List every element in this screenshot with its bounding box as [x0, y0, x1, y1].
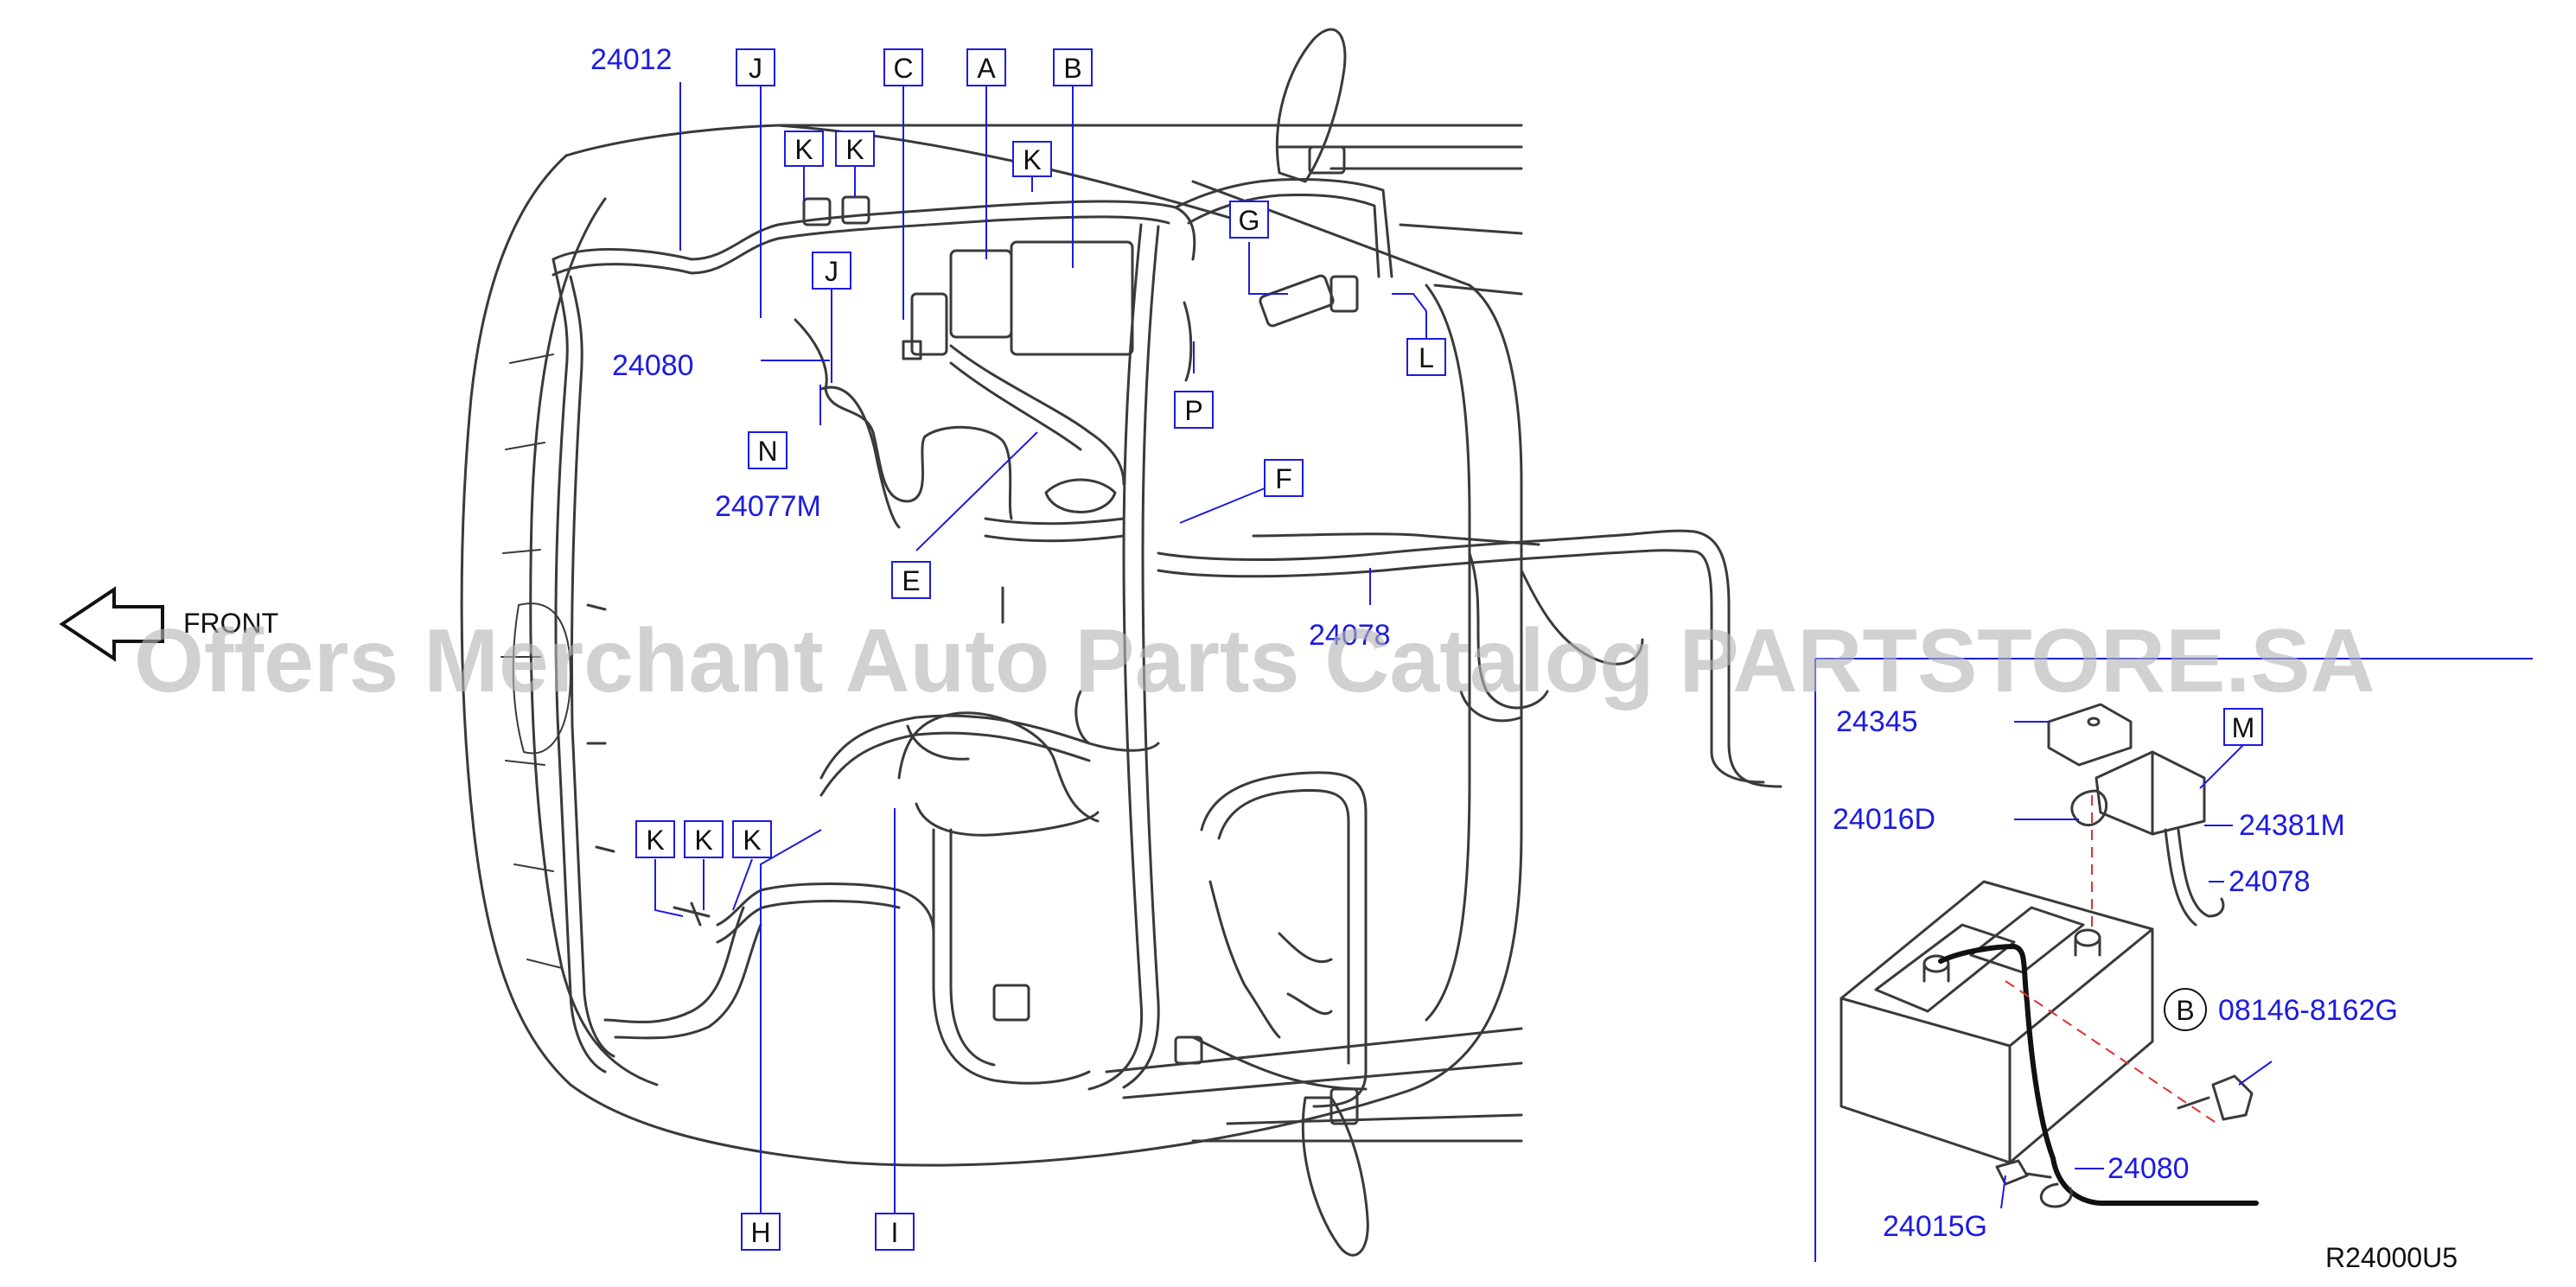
part-number-24077M: 24077M: [715, 490, 821, 523]
part-number-24012: 24012: [590, 43, 673, 76]
part-number-24078-inset: 24078: [2228, 865, 2311, 898]
svg-text:N: N: [757, 436, 777, 467]
callout-L: L: [1406, 338, 1446, 376]
callout-K-6: K: [732, 820, 772, 858]
svg-text:I: I: [891, 1217, 899, 1248]
callout-P: P: [1174, 391, 1214, 429]
part-number-24080: 24080: [612, 349, 694, 382]
callout-C: C: [883, 48, 923, 86]
callout-J-top: J: [736, 48, 775, 86]
callout-B: B: [1053, 48, 1093, 86]
svg-text:K: K: [845, 134, 864, 165]
svg-text:C: C: [893, 53, 913, 84]
callout-J-mid: J: [812, 252, 851, 290]
svg-text:B: B: [2176, 995, 2194, 1026]
svg-text:E: E: [902, 565, 920, 596]
callout-K-2: K: [835, 131, 875, 167]
leader-lines: [654, 73, 2273, 1214]
svg-text:J: J: [825, 256, 838, 287]
svg-text:J: J: [749, 53, 762, 84]
watermark-text: Offers Merchant Auto Parts Catalog PARTS…: [134, 611, 2375, 711]
svg-text:K: K: [1023, 144, 1041, 175]
main-harness: [552, 145, 1782, 1125]
callout-F: F: [1264, 459, 1304, 497]
callout-K-5: K: [684, 820, 724, 858]
svg-text:K: K: [794, 134, 813, 165]
svg-text:F: F: [1275, 463, 1292, 494]
svg-text:L: L: [1419, 342, 1434, 373]
callout-B-circle: B: [2164, 988, 2207, 1031]
svg-text:K: K: [694, 825, 712, 856]
callout-K-1: K: [784, 131, 824, 167]
part-number-08146-8162G: 08146-8162G: [2218, 994, 2398, 1027]
part-number-24080-inset: 24080: [2107, 1152, 2190, 1185]
part-number-24078: 24078: [1309, 619, 1391, 652]
front-label: FRONT: [183, 608, 278, 639]
callout-H: H: [741, 1213, 781, 1251]
svg-text:K: K: [646, 825, 664, 856]
callout-E: E: [891, 561, 931, 599]
svg-text:K: K: [743, 825, 761, 856]
part-number-24345: 24345: [1836, 705, 1918, 738]
svg-text:G: G: [1239, 205, 1260, 236]
callout-G: G: [1229, 201, 1269, 239]
callout-M: M: [2223, 708, 2263, 746]
svg-text:H: H: [750, 1217, 770, 1248]
part-number-24016D: 24016D: [1833, 803, 1935, 836]
battery-illustration: [1840, 880, 2154, 1164]
svg-text:A: A: [977, 53, 996, 84]
svg-text:P: P: [1184, 395, 1202, 426]
callout-K-4: K: [635, 820, 675, 858]
callout-N: N: [748, 431, 787, 469]
callout-K-3: K: [1012, 141, 1052, 177]
part-number-24381M: 24381M: [2239, 809, 2345, 842]
svg-text:B: B: [1063, 53, 1081, 84]
callout-A: A: [966, 48, 1006, 86]
front-direction-arrow: [59, 586, 164, 662]
battery-inset: [1814, 658, 2533, 1262]
vehicle-body-outline: [460, 28, 1523, 1257]
callout-I: I: [875, 1213, 915, 1251]
diagram-code: R24000U5: [2325, 1242, 2458, 1273]
part-number-24015G: 24015G: [1883, 1210, 1987, 1243]
svg-text:M: M: [2232, 712, 2255, 743]
